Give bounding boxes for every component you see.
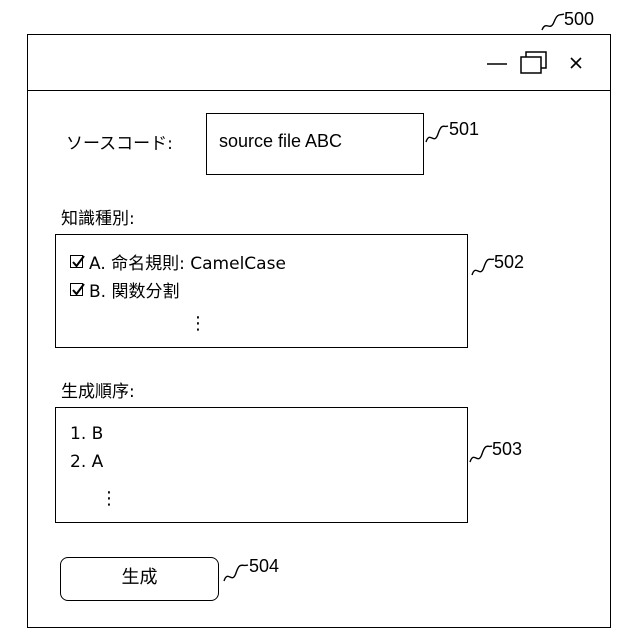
source-code-value: source file ABC — [219, 130, 342, 152]
checkmark-icon — [70, 253, 86, 269]
knowledge-item-b-label: B. 関数分割 — [89, 277, 179, 302]
knowledge-item-a-label: A. 命名規則: CamelCase — [89, 249, 286, 274]
minimize-icon[interactable] — [486, 59, 508, 69]
ref-504-label: 504 — [249, 556, 279, 576]
restore-icon[interactable] — [518, 49, 548, 75]
ref-503-label: 503 — [492, 439, 522, 459]
generation-order-list[interactable]: 1. B 2. A ⋮ — [55, 407, 468, 523]
more-items-ellipsis: ⋮ — [189, 315, 199, 333]
app-window: ソースコード: source file ABC 知識種別: A. 命名規則: C… — [27, 34, 611, 628]
order-item-2[interactable]: 2. A — [70, 450, 103, 474]
ref-502-leader — [470, 257, 496, 279]
ref-501-label: 501 — [449, 119, 479, 139]
ref-500-leader — [540, 12, 566, 32]
ref-501-leader — [424, 124, 450, 146]
knowledge-item-b[interactable]: B. 関数分割 — [70, 277, 179, 301]
generation-order-label: 生成順序: — [61, 381, 135, 403]
more-items-ellipsis: ⋮ — [100, 490, 110, 508]
ref-504-leader — [222, 563, 250, 585]
ref-503-leader — [468, 444, 494, 466]
source-code-field[interactable]: source file ABC — [206, 113, 424, 175]
knowledge-type-list[interactable]: A. 命名規則: CamelCase B. 関数分割 ⋮ — [55, 234, 468, 348]
source-code-label: ソースコード: — [66, 133, 173, 155]
ref-502-label: 502 — [494, 252, 524, 272]
generate-button[interactable]: 生成 — [60, 557, 219, 601]
order-item-1-label: 1. B — [70, 424, 103, 444]
order-item-2-label: 2. A — [70, 452, 103, 472]
ref-500-label: 500 — [564, 9, 594, 29]
title-bar — [28, 35, 610, 91]
close-icon[interactable] — [569, 56, 583, 70]
knowledge-item-a[interactable]: A. 命名規則: CamelCase — [70, 249, 286, 273]
checkbox-b[interactable] — [70, 283, 83, 296]
checkbox-a[interactable] — [70, 255, 83, 268]
knowledge-type-label: 知識種別: — [61, 208, 135, 230]
checkmark-icon — [70, 281, 86, 297]
order-item-1[interactable]: 1. B — [70, 422, 103, 446]
